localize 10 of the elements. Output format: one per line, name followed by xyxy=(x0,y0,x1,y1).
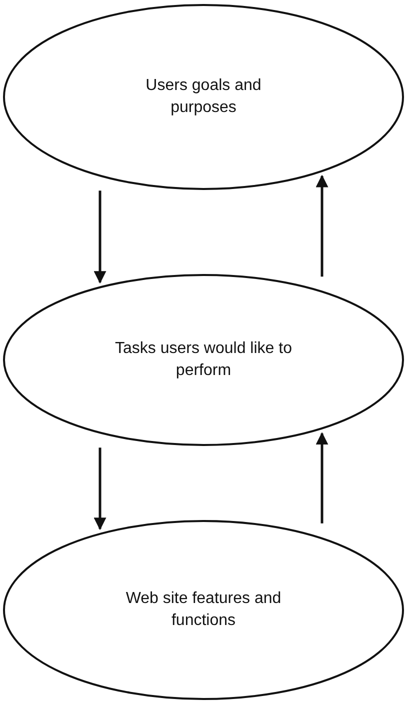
node-text: Users goals and purposes xyxy=(144,76,262,118)
arrow xyxy=(94,448,106,530)
arrow xyxy=(316,174,328,277)
node-text: Web site features and functions xyxy=(124,589,282,631)
arrow xyxy=(316,432,328,524)
process-ellipse xyxy=(3,4,404,190)
process-ellipse xyxy=(3,520,404,700)
arrow xyxy=(94,190,106,284)
node-text: Tasks users would like to perform xyxy=(114,339,293,381)
process-ellipse xyxy=(3,274,404,446)
